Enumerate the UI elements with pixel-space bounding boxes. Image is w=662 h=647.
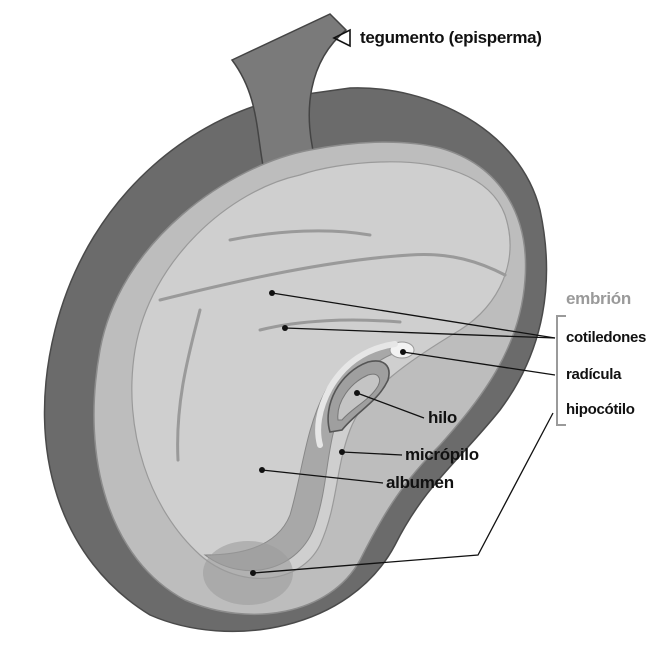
label-albumen: albumen	[386, 474, 454, 491]
embrion-bracket	[557, 316, 566, 425]
label-hilo: hilo	[428, 409, 457, 426]
radicle-bulge	[203, 541, 293, 605]
label-tegumento: tegumento (episperma)	[360, 29, 542, 46]
label-hipocotilo: hipocótilo	[566, 402, 635, 417]
label-embrion: embrión	[566, 290, 631, 307]
label-cotiledones: cotiledones	[566, 330, 646, 345]
label-micropilo: micrópilo	[405, 446, 479, 463]
label-radicula: radícula	[566, 367, 621, 382]
